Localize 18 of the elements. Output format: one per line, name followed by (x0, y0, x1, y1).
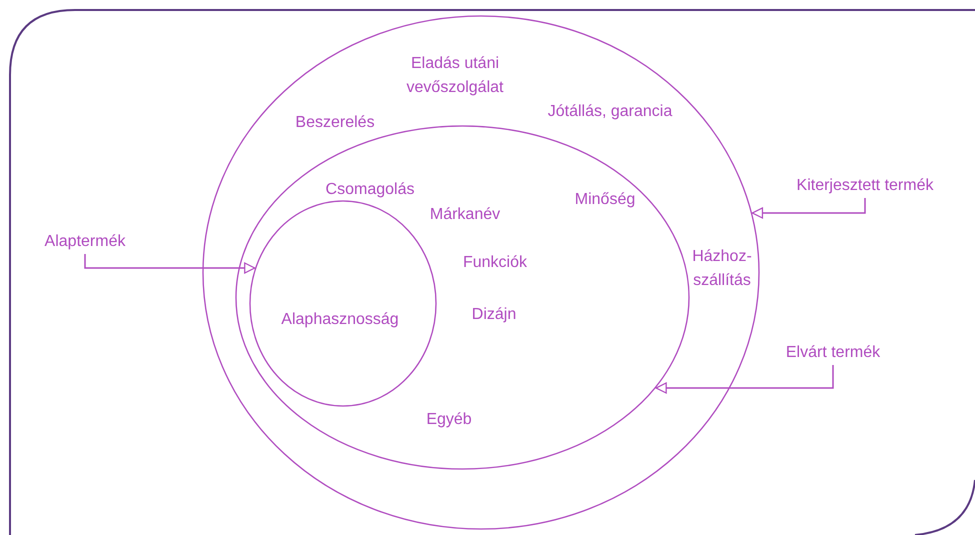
level-label: Alaptermék (44, 232, 126, 252)
level-item-text: Dizájn (472, 305, 516, 325)
level-label: Elvárt termék (786, 343, 880, 363)
level-item-text: Minőség (574, 190, 636, 210)
level-item-text: Egyéb (426, 410, 472, 430)
outer-ellipse (202, 15, 760, 530)
level-label: Kiterjesztett termék (796, 176, 934, 196)
level-item-text: Csomagolás (326, 180, 414, 200)
level-item-text: Házhoz-szállítás (691, 247, 753, 291)
arrow (656, 365, 834, 394)
level-item-text: Eladás utáni vevőszolgálat (406, 54, 504, 98)
level-item-text: Beszerelés (295, 113, 375, 133)
arrow (84, 254, 256, 274)
arrow (752, 198, 866, 219)
level-item-text: Alaphasznosság (281, 310, 399, 330)
level-item-text: Márkanév (430, 205, 500, 225)
level-item-text: Jótállás, garancia (548, 102, 672, 122)
level-item-text: Funkciók (462, 253, 528, 273)
